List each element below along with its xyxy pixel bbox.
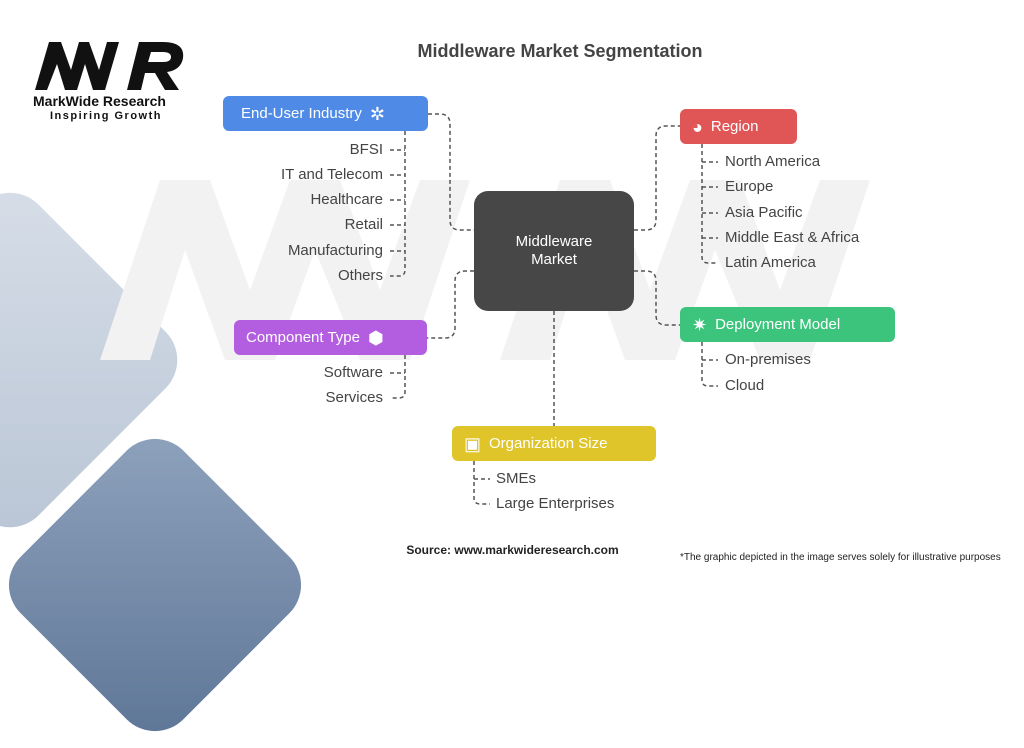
list-item: On-premises <box>725 351 811 368</box>
component-type-node: Component Type ⬢ <box>234 320 427 355</box>
list-item: Software <box>323 364 383 381</box>
deployment-model-node: ✷ Deployment Model <box>680 307 895 342</box>
list-item: Middle East & Africa <box>725 229 860 246</box>
list-item: IT and Telecom <box>280 166 383 183</box>
list-item: Others <box>337 267 383 284</box>
people-network-icon: ✲ <box>369 103 385 124</box>
node-label: Region <box>710 118 759 135</box>
list-item: Services <box>325 389 383 406</box>
node-label: Organization Size <box>489 435 608 452</box>
organization-size-node: ▣ Organization Size <box>452 426 656 461</box>
source-text: Source: www.markwideresearch.com <box>406 543 619 557</box>
node-label: Deployment Model <box>715 316 841 333</box>
disclaimer: *The graphic depicted in the image serve… <box>680 552 1001 563</box>
logo-name: MarkWide Research <box>33 93 166 109</box>
list-item: Cloud <box>725 377 765 394</box>
list-item: BFSI <box>349 141 383 158</box>
end-user-industry-node: End-User Industry ✲ <box>223 96 428 131</box>
node-label: Component Type <box>246 329 360 346</box>
globe-icon: ◕ <box>692 116 703 137</box>
list-item: SMEs <box>496 470 537 487</box>
list-item: Retail <box>344 216 383 233</box>
node-label: End-User Industry <box>241 105 362 122</box>
list-item: North America <box>725 153 821 170</box>
building-icon: ▣ <box>464 433 482 454</box>
list-item: Manufacturing <box>287 242 383 259</box>
list-item: Large Enterprises <box>496 495 615 512</box>
center-line2: Market <box>531 251 577 268</box>
list-item: Healthcare <box>310 191 383 208</box>
logo-tagline: Inspiring Growth <box>50 110 162 122</box>
connectors <box>390 113 718 505</box>
region-node: ◕ Region <box>680 109 797 144</box>
list-item: Asia Pacific <box>725 204 803 221</box>
list-item: Europe <box>725 178 774 195</box>
box-icon: ⬢ <box>367 327 384 348</box>
list-item: Latin America <box>725 254 816 271</box>
center-line1: Middleware <box>515 233 593 250</box>
sparkle-icon: ✷ <box>692 314 708 335</box>
page-title: Middleware Market Segmentation <box>417 41 703 61</box>
logo-mark <box>35 42 184 90</box>
